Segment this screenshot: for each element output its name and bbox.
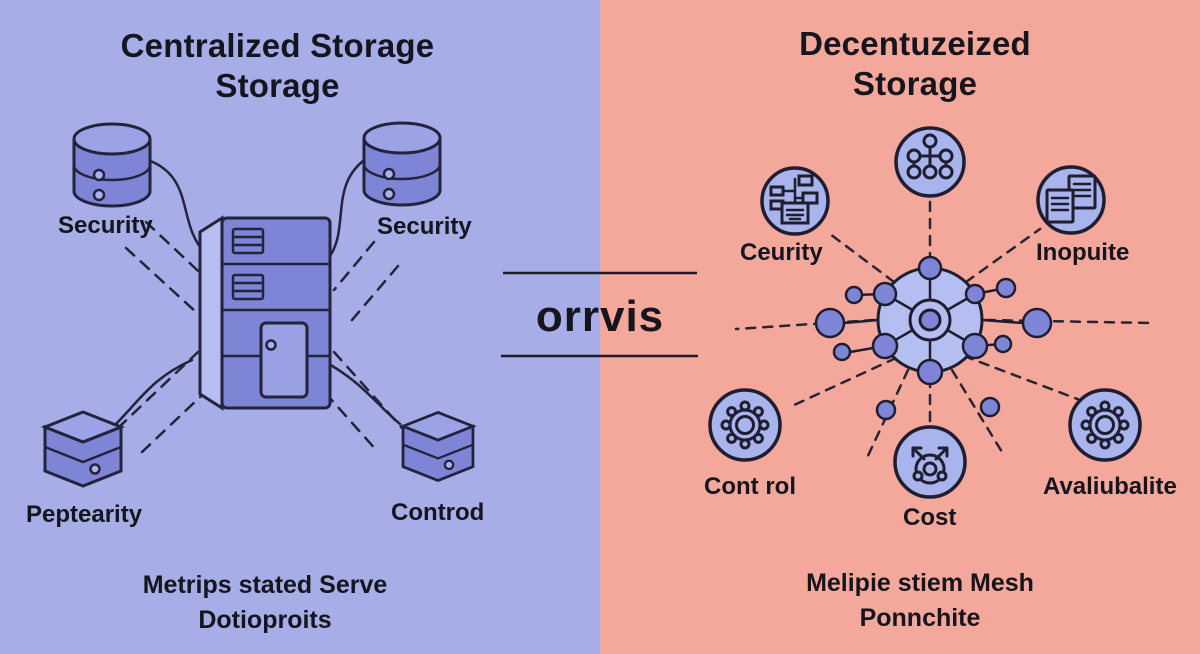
right-caption-line1: Melipie stiem Mesh	[806, 569, 1034, 597]
mesh-hub-icon	[814, 255, 1053, 421]
share-arrows-icon	[893, 425, 967, 499]
label-avaliubalite: Avaliubalite	[1043, 473, 1177, 500]
left-panel-title: Centralized Storage Storage	[0, 26, 555, 106]
label-cost: Cost	[903, 504, 957, 531]
centralized-scene	[40, 121, 477, 488]
left-title-line2: Storage	[215, 67, 340, 104]
left-caption-line2: Dotioproits	[198, 606, 332, 634]
right-caption: Melipie stiem Mesh Ponnchite	[700, 566, 1140, 636]
label-security-left: Security	[58, 212, 153, 239]
database-icon	[362, 121, 442, 207]
network-tree-icon	[894, 126, 966, 198]
label-ceurity: Ceurity	[740, 239, 823, 266]
storage-box-icon	[399, 410, 477, 483]
decentralized-scene	[708, 126, 1154, 499]
left-caption-line1: Metrips stated Serve	[142, 571, 388, 599]
flowchart-icon	[760, 166, 830, 236]
label-peptearity: Peptearity	[26, 501, 143, 528]
right-title-line2: Storage	[852, 65, 978, 102]
label-controd: Controd	[391, 499, 485, 526]
right-panel-title: Decentuzeized Storage	[630, 24, 1200, 104]
documents-icon	[1036, 165, 1106, 235]
server-tower-icon	[198, 215, 332, 411]
label-security-right: Security	[377, 213, 472, 240]
storage-box-icon	[40, 410, 126, 488]
gear-icon	[708, 388, 782, 462]
label-inopuite: Inopuite	[1036, 239, 1130, 266]
left-title-line1: Centralized Storage	[120, 27, 435, 64]
gear-icon	[1068, 388, 1142, 462]
divider-label: orrvis	[535, 292, 665, 341]
left-caption: Metrips stated Serve Dotioproits	[40, 568, 490, 638]
right-title-line1: Decentuzeized	[799, 25, 1031, 62]
label-control: Cont rol	[704, 473, 796, 500]
right-caption-line2: Ponnchite	[859, 604, 981, 632]
database-icon	[72, 122, 152, 208]
